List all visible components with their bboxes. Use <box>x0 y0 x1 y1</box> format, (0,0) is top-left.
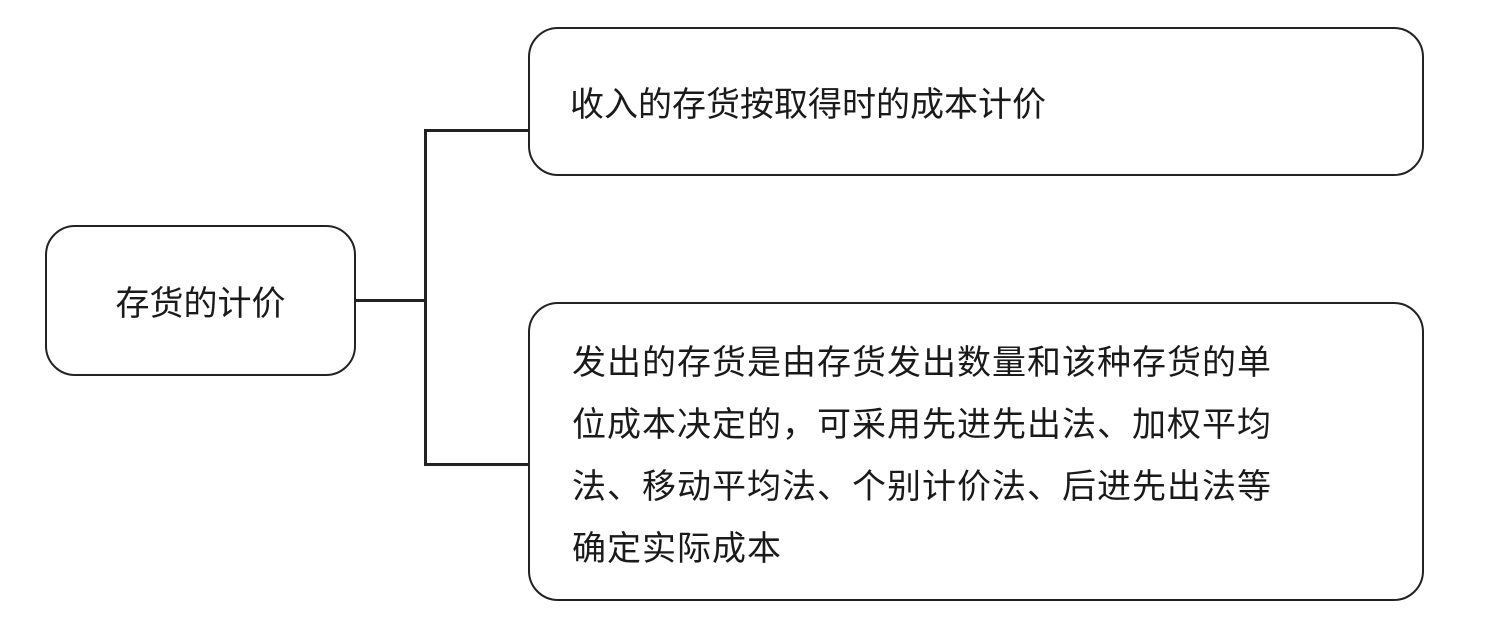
branch-node-receipt: 收入的存货按取得时的成本计价 <box>528 27 1424 176</box>
connector-bottom <box>424 463 529 466</box>
branch-text-line: 确定实际成本 <box>572 529 782 569</box>
connector-vertical <box>424 129 427 465</box>
branch-node-issue: 发出的存货是由存货发出数量和该种存货的单 位成本决定的，可采用先进先出法、加权平… <box>528 302 1424 601</box>
connector-top <box>424 129 529 132</box>
connector-root <box>355 299 426 302</box>
branch-text-line: 发出的存货是由存货发出数量和该种存货的单 <box>572 343 1272 383</box>
root-label: 存货的计价 <box>115 284 286 324</box>
branch-label: 收入的存货按取得时的成本计价 <box>570 85 1046 125</box>
root-node: 存货的计价 <box>45 225 356 376</box>
branch-text-line: 法、移动平均法、个别计价法、后进先出法等 <box>572 467 1272 507</box>
branch-text-line: 位成本决定的，可采用先进先出法、加权平均 <box>572 405 1272 445</box>
